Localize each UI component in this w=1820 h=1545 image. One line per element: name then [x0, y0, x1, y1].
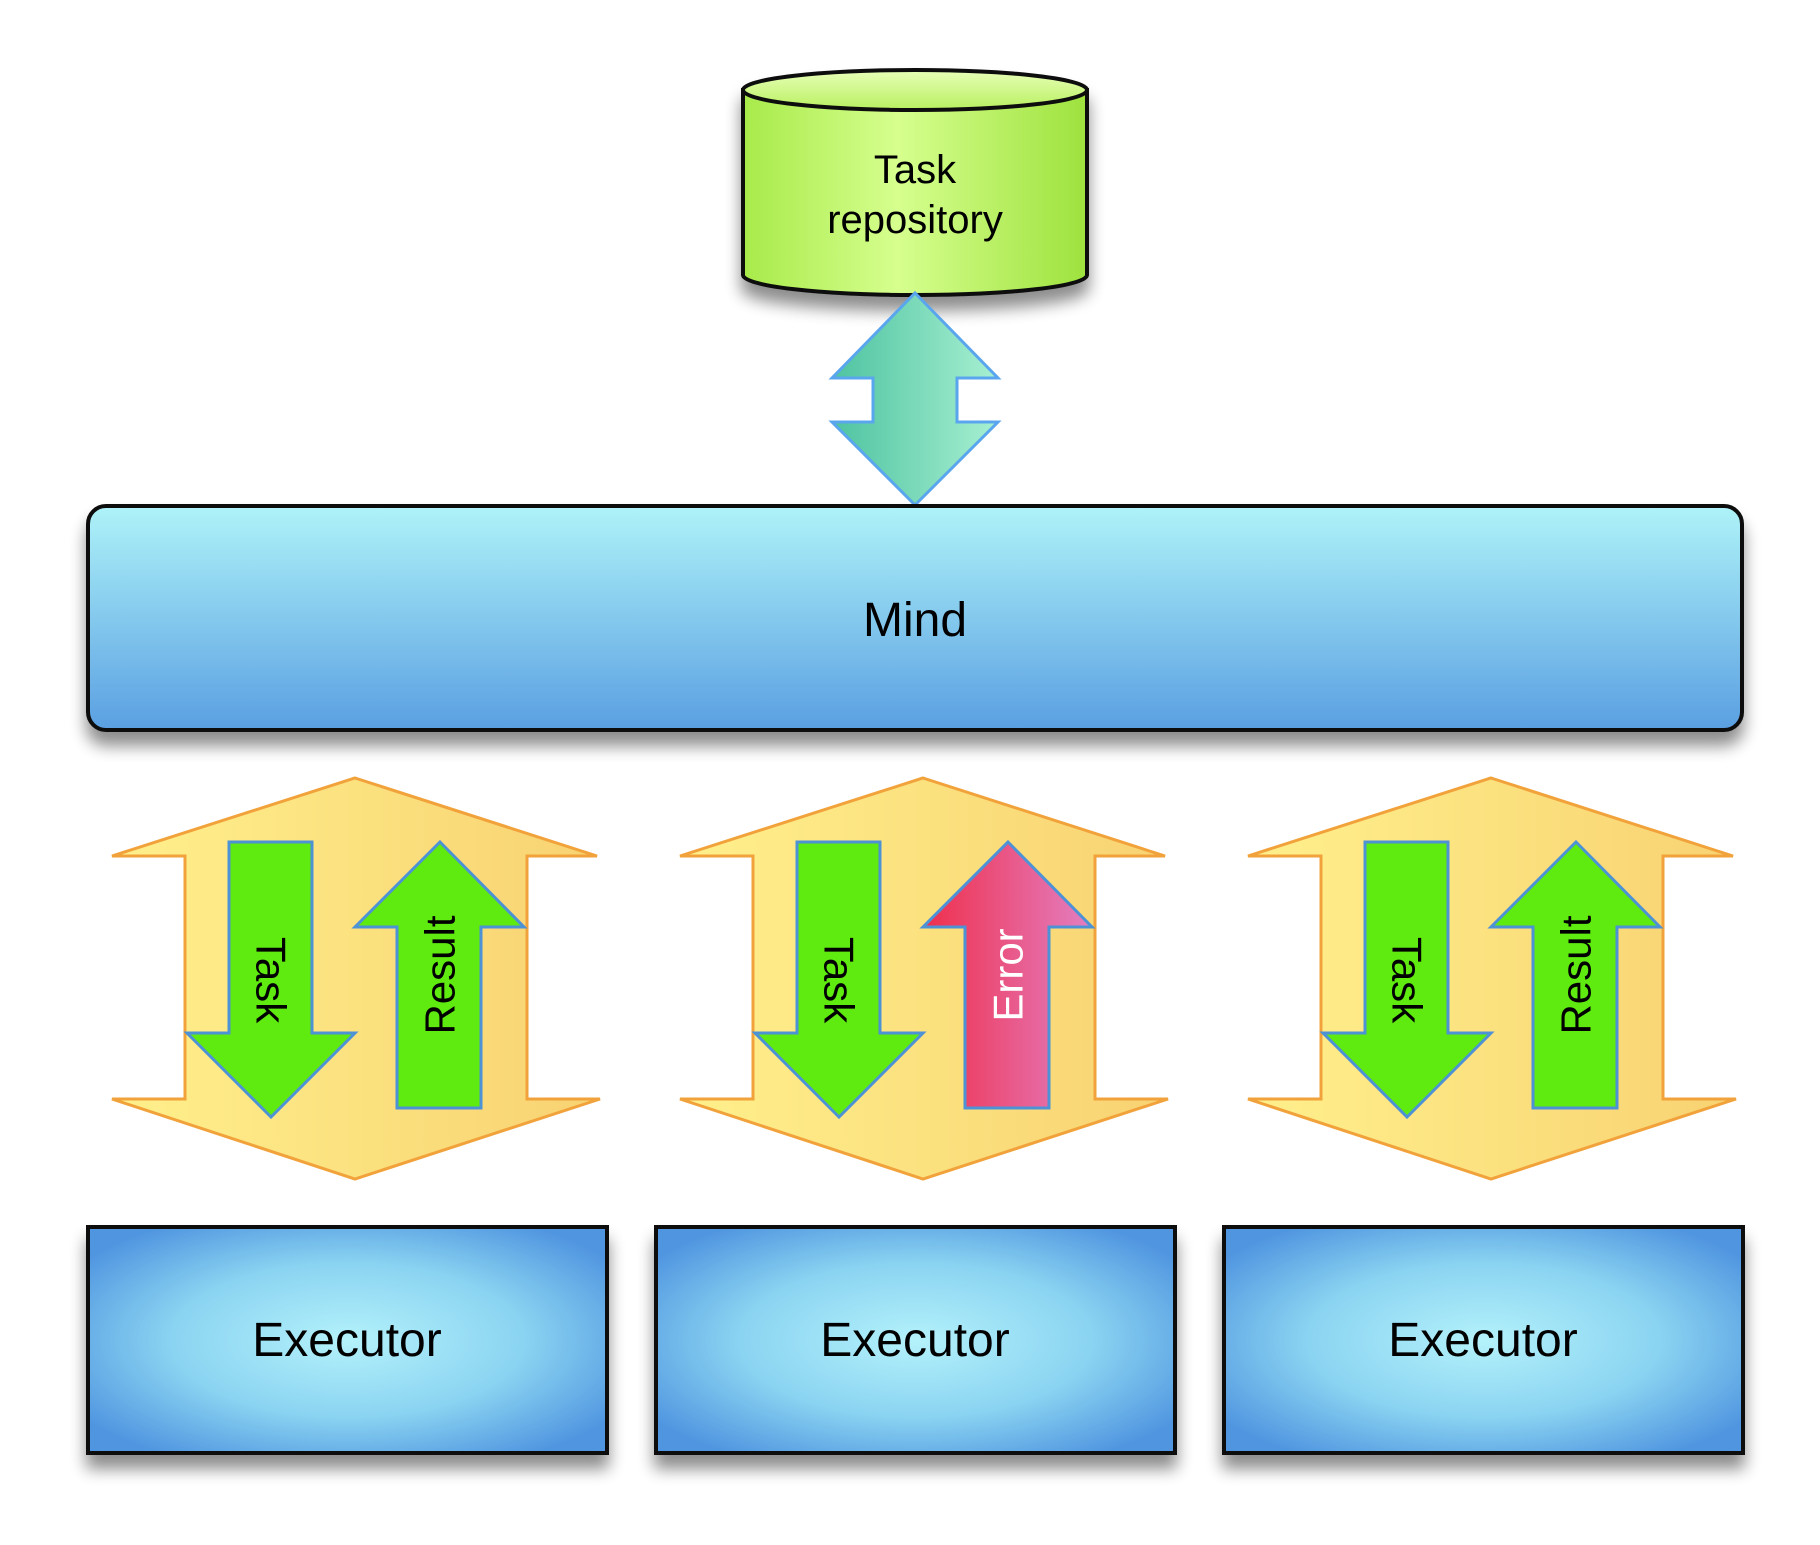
- task-down-arrow: [183, 840, 359, 1120]
- channel-double-arrow: [111, 776, 601, 1181]
- channel-3: Task Result: [1247, 776, 1737, 1181]
- repository-label-line1: Task: [874, 148, 957, 192]
- executor-label: Executor: [820, 1314, 1009, 1367]
- task-down-arrow: [1319, 840, 1495, 1120]
- error-up-arrow: [919, 839, 1096, 1110]
- repository-top: [741, 68, 1089, 112]
- executor-label: Executor: [252, 1314, 441, 1367]
- result-label: Result: [1553, 915, 1600, 1034]
- mind-box: [86, 504, 1744, 732]
- task-label: Task: [816, 937, 863, 1024]
- repository-body: [741, 88, 1089, 297]
- result-up-arrow: [1487, 839, 1664, 1110]
- channel-double-arrow: [679, 776, 1169, 1181]
- result-label: Result: [417, 915, 464, 1034]
- mind-label: Mind: [863, 594, 967, 647]
- channel-1: Task Result: [111, 776, 601, 1181]
- repository-label-line2: repository: [827, 198, 1003, 242]
- task-label: Task: [1384, 937, 1431, 1024]
- task-repository: [741, 68, 1089, 297]
- error-label: Error: [985, 928, 1032, 1021]
- executor-3: Executor: [1222, 1225, 1745, 1455]
- repository-mind-connector: [828, 290, 1002, 508]
- channel-double-arrow: [1247, 776, 1737, 1181]
- channel-2: Task Error: [679, 776, 1169, 1181]
- task-label: Task: [248, 937, 295, 1024]
- executor-2: Executor: [654, 1225, 1177, 1455]
- task-down-arrow: [751, 840, 927, 1120]
- executor-1: Executor: [86, 1225, 609, 1455]
- result-up-arrow: [351, 839, 528, 1110]
- executor-label: Executor: [1388, 1314, 1577, 1367]
